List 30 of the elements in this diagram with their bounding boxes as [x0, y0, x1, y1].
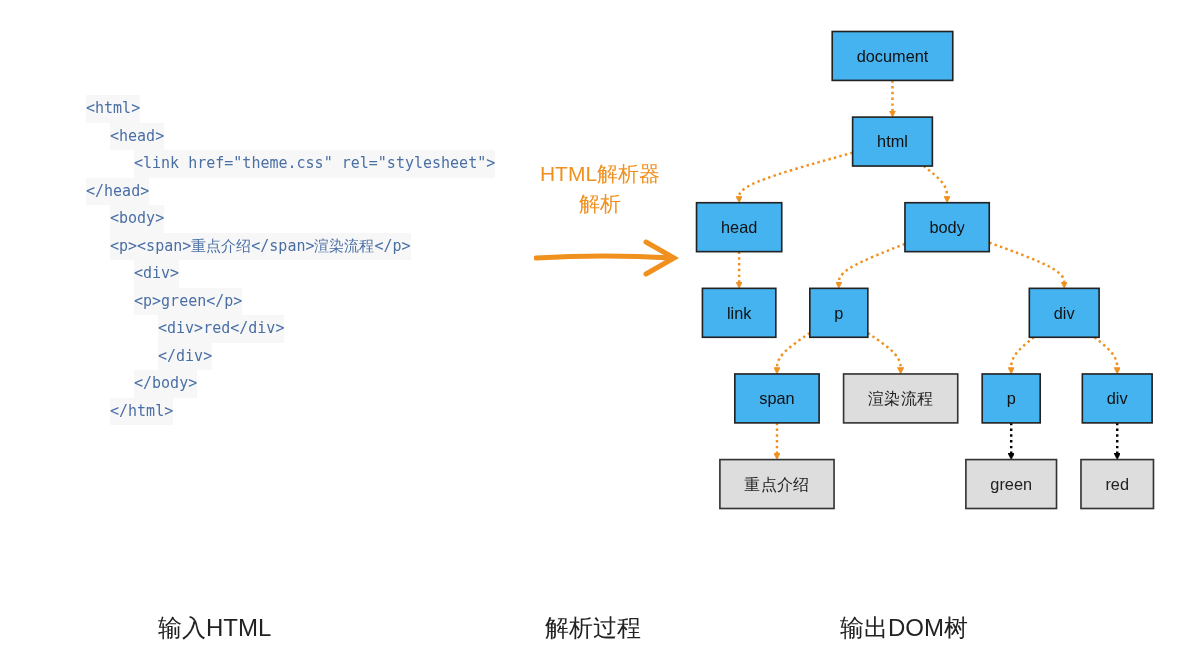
node-box: 重点介绍: [719, 458, 835, 510]
arrow: [1007, 422, 1015, 460]
node-box: green: [965, 458, 1058, 510]
arrow: [835, 242, 906, 289]
node-box: div: [1028, 287, 1100, 339]
arrow: [1007, 336, 1035, 375]
arrow: [1093, 336, 1121, 375]
arrow: [988, 241, 1068, 289]
arrow-label: HTML解析器: [538, 161, 662, 187]
panel-caption: 输出DOM树: [840, 613, 968, 643]
panel-caption: 解析过程: [545, 613, 641, 643]
node-box: p: [809, 287, 869, 339]
node-box: head: [695, 201, 783, 253]
node-box: p: [981, 373, 1041, 424]
arrow: [867, 331, 905, 375]
panel-caption: 输入HTML: [158, 613, 272, 643]
node-box: html: [851, 116, 934, 167]
node-box: div: [1081, 373, 1153, 424]
node-box: body: [904, 201, 991, 253]
arrow: [922, 165, 951, 204]
node-box: span: [734, 373, 820, 424]
node-box: link: [701, 287, 777, 339]
arrow: [888, 80, 897, 118]
node-box: 渲染流程: [842, 373, 959, 424]
node-box: red: [1080, 458, 1155, 510]
arrow: [773, 422, 781, 460]
arrow: [1113, 422, 1121, 460]
node-box: document: [831, 30, 954, 82]
arrow-label: 解析: [578, 191, 622, 217]
arrow: [735, 251, 743, 289]
